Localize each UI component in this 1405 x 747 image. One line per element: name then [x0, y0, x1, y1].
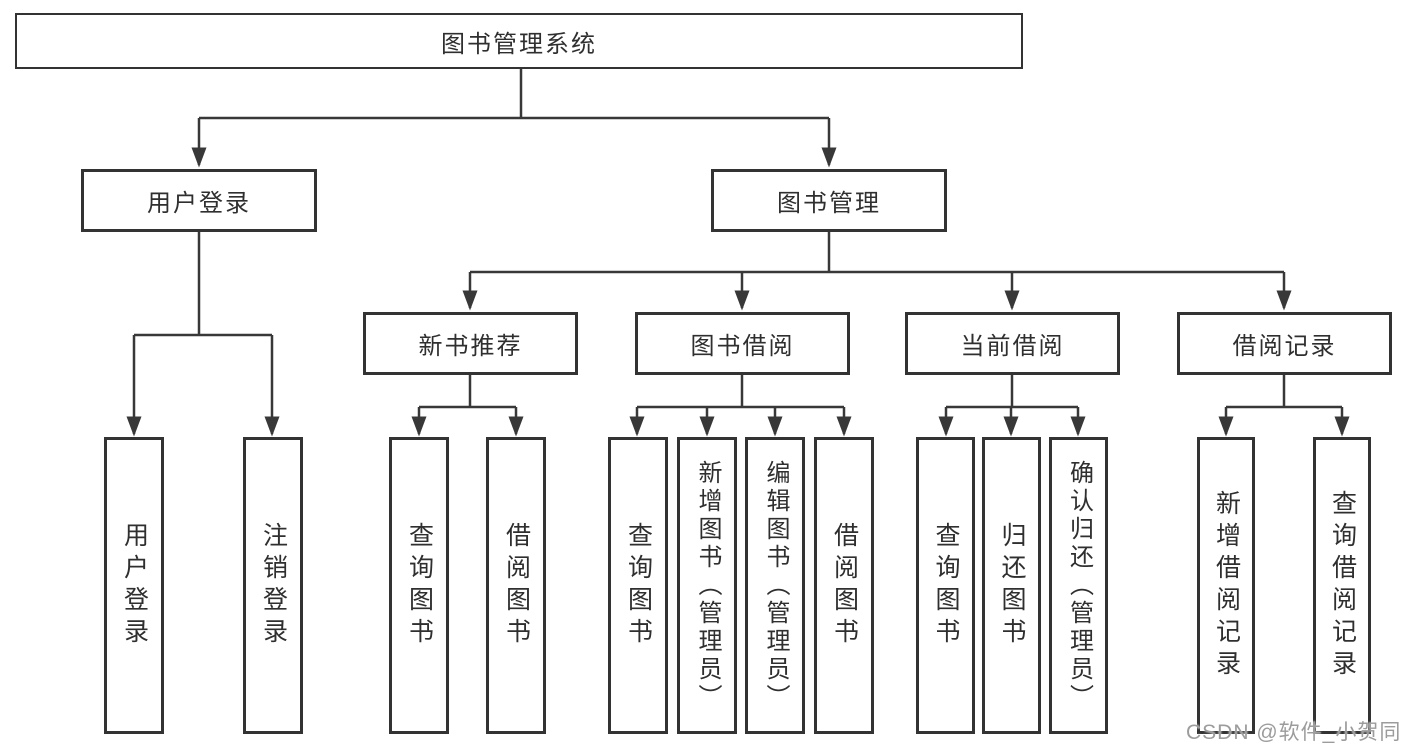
leaf-query-books-borrow-label: 查询图书 [624, 521, 653, 650]
node-current-borrow: 当前借阅 [905, 312, 1120, 375]
node-book-borrow: 图书借阅 [635, 312, 850, 375]
node-user-login-label: 用户登录 [147, 190, 251, 217]
leaf-query-borrow-record-label: 查询借阅记录 [1328, 489, 1357, 682]
leaf-query-borrow-record: 查询借阅记录 [1313, 437, 1371, 734]
node-book-management-label: 图书管理 [777, 190, 881, 217]
node-root-label: 图书管理系统 [441, 30, 597, 58]
leaf-add-book-admin: 新增图书（管理员） [677, 437, 737, 734]
node-book-borrow-label: 图书借阅 [690, 333, 795, 360]
leaf-borrow-books-recommend: 借阅图书 [486, 437, 546, 734]
leaf-borrow-books-label: 借阅图书 [830, 521, 859, 650]
leaf-edit-book-admin-label: 编辑图书（管理员） [762, 459, 789, 712]
watermark: CSDN @软件_小贺同学 [1186, 721, 1402, 744]
leaf-query-books-borrow: 查询图书 [608, 437, 668, 734]
leaf-edit-book-admin: 编辑图书（管理员） [745, 437, 805, 734]
leaf-query-books-recommend: 查询图书 [389, 437, 449, 734]
leaf-return-book: 归还图书 [982, 437, 1041, 734]
node-root: 图书管理系统 [15, 13, 1023, 69]
node-borrow-records-label: 借阅记录 [1232, 333, 1337, 360]
leaf-borrow-books: 借阅图书 [814, 437, 874, 734]
leaf-logout: 注销登录 [243, 437, 303, 734]
leaf-add-borrow-record: 新增借阅记录 [1197, 437, 1255, 734]
leaf-user-login-label: 用户登录 [120, 521, 149, 650]
node-new-book-recommend-label: 新书推荐 [418, 333, 523, 360]
node-borrow-records: 借阅记录 [1177, 312, 1392, 375]
leaf-add-borrow-record-label: 新增借阅记录 [1212, 489, 1241, 682]
leaf-query-books-recommend-label: 查询图书 [405, 521, 434, 650]
leaf-user-login: 用户登录 [104, 437, 164, 734]
leaf-borrow-books-recommend-label: 借阅图书 [502, 521, 531, 650]
node-user-login: 用户登录 [81, 169, 317, 232]
leaf-logout-label: 注销登录 [259, 521, 288, 650]
leaf-query-books-current: 查询图书 [916, 437, 975, 734]
leaf-query-books-current-label: 查询图书 [932, 521, 960, 650]
leaf-add-book-admin-label: 新增图书（管理员） [694, 459, 721, 712]
node-book-management: 图书管理 [711, 169, 947, 232]
node-current-borrow-label: 当前借阅 [960, 333, 1065, 360]
node-new-book-recommend: 新书推荐 [363, 312, 578, 375]
leaf-confirm-return-admin: 确认归还（管理员） [1049, 437, 1108, 734]
leaf-confirm-return-admin-label: 确认归还（管理员） [1065, 459, 1093, 712]
leaf-return-book-label: 归还图书 [998, 521, 1026, 650]
